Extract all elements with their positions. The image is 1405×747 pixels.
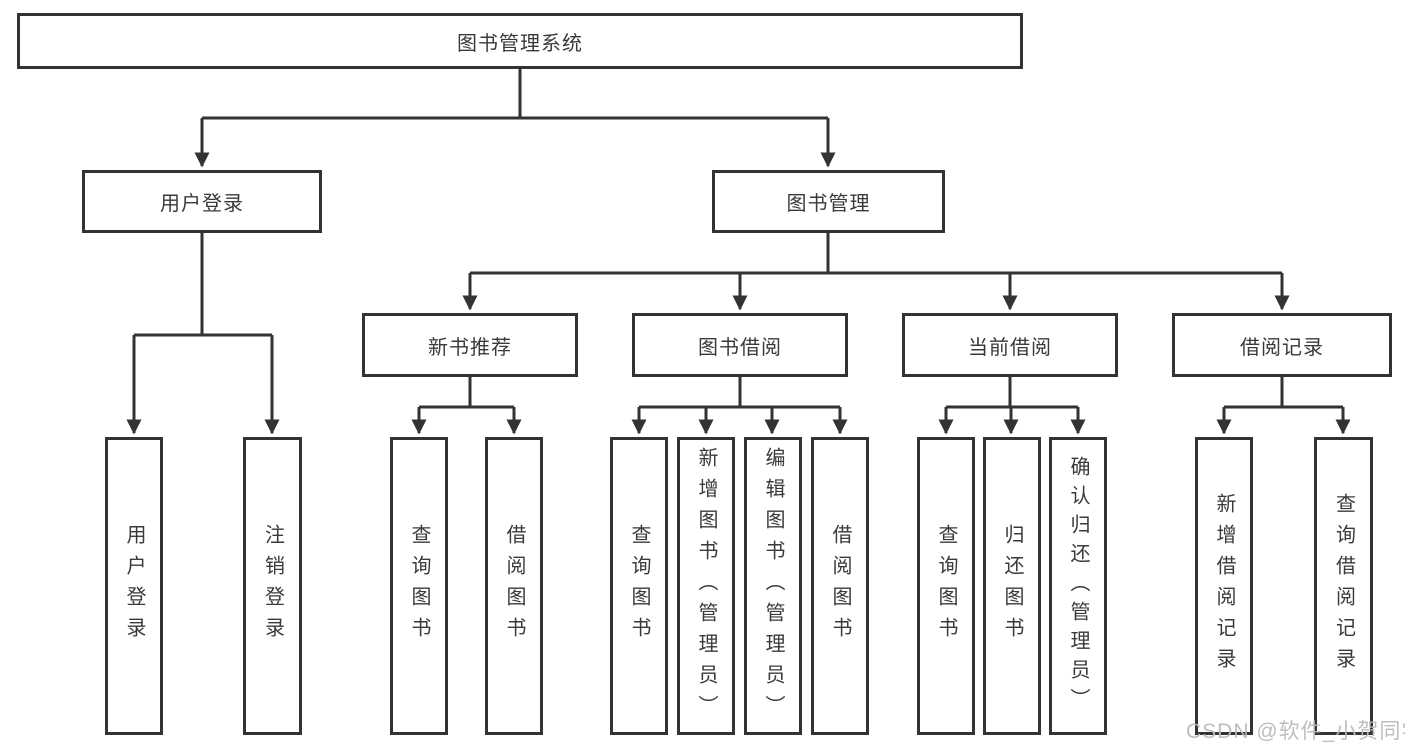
leaf-bb-add-books-admin-label: 新增图书（管理员） [695,446,717,726]
node-current-borrow: 当前借阅 [902,313,1118,377]
leaf-bb-add-books-admin: 新增图书（管理员） [677,437,735,735]
node-borrow-records-label: 借阅记录 [1240,336,1324,359]
node-root-label: 图书管理系统 [457,32,583,55]
leaf-bb-edit-books-admin: 编辑图书（管理员） [744,437,802,735]
node-book-borrow: 图书借阅 [632,313,848,377]
leaf-cb-confirm-return-admin: 确认归还（管理员） [1049,437,1107,735]
leaf-cb-query-books: 查询图书 [917,437,975,735]
node-root: 图书管理系统 [17,13,1023,69]
node-new-book-recommend: 新书推荐 [362,313,578,377]
node-borrow-records: 借阅记录 [1172,313,1392,377]
node-user-login-label: 用户登录 [160,193,244,215]
leaf-nbr-borrow-books-label: 借阅图书 [503,524,525,648]
node-user-login: 用户登录 [82,170,322,233]
leaf-nbr-borrow-books: 借阅图书 [485,437,543,735]
leaf-br-query-borrow-record: 查询借阅记录 [1314,437,1373,735]
leaf-nbr-query-books: 查询图书 [390,437,448,735]
node-book-borrow-label: 图书借阅 [698,336,782,359]
leaf-br-add-borrow-record-label: 新增借阅记录 [1213,493,1235,679]
leaf-br-query-borrow-record-label: 查询借阅记录 [1332,493,1355,679]
leaf-cb-confirm-return-admin-label: 确认归还（管理员） [1067,455,1089,717]
leaf-bb-edit-books-admin-label: 编辑图书（管理员） [762,446,784,726]
leaf-bb-borrow-books-label: 借阅图书 [829,524,851,648]
leaf-user-login-label: 用户登录 [123,524,145,648]
leaf-logout: 注销登录 [243,437,302,735]
node-current-borrow-label: 当前借阅 [968,336,1052,359]
leaf-user-login: 用户登录 [105,437,163,735]
leaf-cb-query-books-label: 查询图书 [935,524,957,648]
leaf-bb-query-books: 查询图书 [610,437,668,735]
leaf-logout-label: 注销登录 [261,524,284,648]
node-book-management-label: 图书管理 [786,193,871,215]
leaf-cb-return-books-label: 归还图书 [1001,524,1023,648]
leaf-bb-query-books-label: 查询图书 [628,524,650,648]
watermark-csdn: CSDN @软件_小贺同学 [1186,720,1405,743]
leaf-nbr-query-books-label: 查询图书 [408,524,430,648]
leaf-br-add-borrow-record: 新增借阅记录 [1195,437,1253,735]
leaf-cb-return-books: 归还图书 [983,437,1041,735]
leaf-bb-borrow-books: 借阅图书 [811,437,869,735]
node-new-book-recommend-label: 新书推荐 [428,336,512,359]
node-book-management: 图书管理 [712,170,945,233]
